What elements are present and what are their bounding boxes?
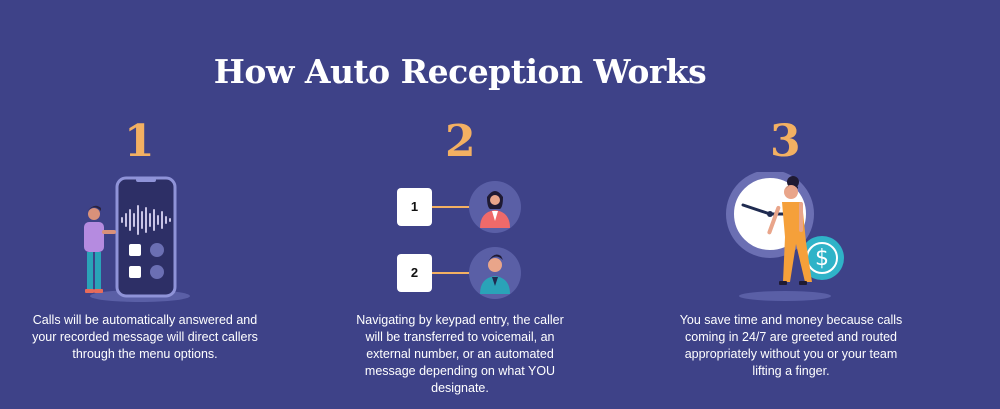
step-1-description: Calls will be automatically answered and… [32,313,258,361]
step-3-number: 3 [770,116,801,167]
key-1-box [397,188,432,226]
step-2-number: 2 [445,116,476,167]
step-2-description: Navigating by keypad entry, the caller w… [356,313,564,395]
time-money-illustration [726,172,844,301]
step-1-number: 1 [124,116,155,167]
phone-call-illustration [84,176,190,302]
key-2-label: 2 [410,265,419,280]
step-3-description: You save time and money because calls co… [679,313,903,378]
key-2-box [397,254,432,292]
keypad-routing-illustration [397,181,521,299]
soundwave-icon [121,205,171,235]
page-title: How Auto Reception Works [213,52,707,91]
key-1-label: 1 [410,199,419,214]
dollar-sign-label: $ [815,246,829,271]
